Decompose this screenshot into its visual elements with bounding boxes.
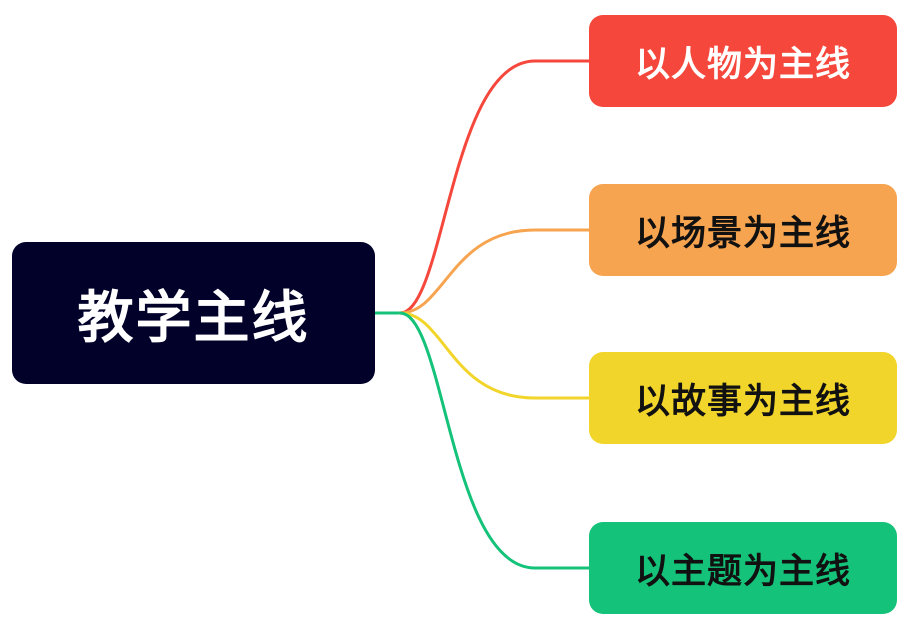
root-node[interactable]: 教学主线	[12, 242, 375, 384]
root-node-label: 教学主线	[77, 285, 310, 351]
branch-node-people[interactable]: 以人物为主线	[589, 15, 897, 107]
connector-line-story	[398, 311, 591, 400]
branch-node-label: 以主题为主线	[634, 551, 851, 592]
connector-line-people	[398, 59, 591, 315]
branch-node-label: 以人物为主线	[634, 44, 851, 85]
branch-node-story[interactable]: 以故事为主线	[589, 352, 897, 444]
connector-line-theme	[398, 311, 591, 570]
branch-node-scene[interactable]: 以场景为主线	[589, 184, 897, 276]
branch-node-label: 以场景为主线	[634, 213, 851, 254]
branch-node-label: 以故事为主线	[634, 381, 851, 422]
connector-line-scene	[398, 228, 591, 315]
branch-node-theme[interactable]: 以主题为主线	[589, 522, 897, 614]
